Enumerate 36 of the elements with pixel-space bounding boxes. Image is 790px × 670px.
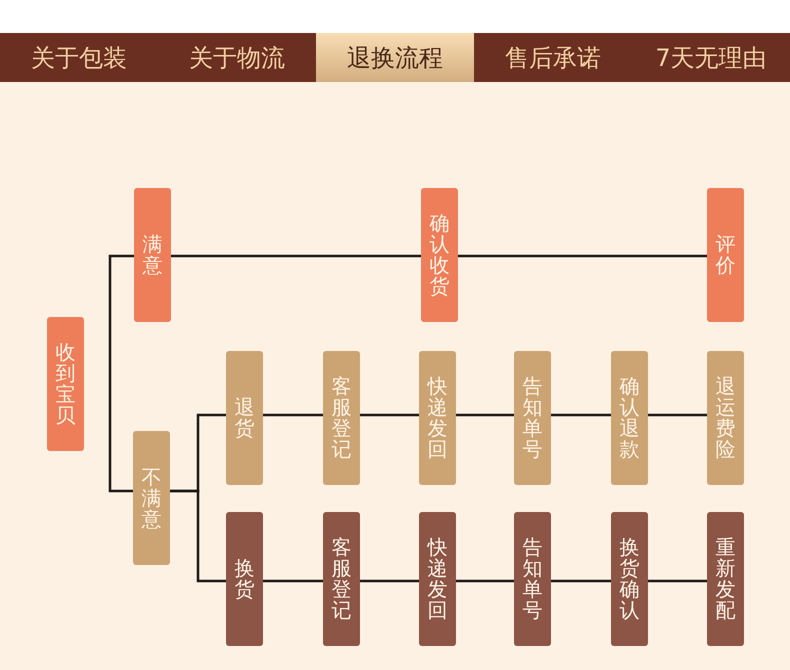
tab: 退换流程 [316, 33, 474, 82]
connector-line [263, 580, 323, 582]
process-box: 告知单号 [514, 351, 551, 485]
connector-line [263, 414, 323, 416]
connector-line [551, 414, 611, 416]
process-box: 快递发回 [419, 351, 456, 485]
connector-line [360, 414, 419, 416]
connector-line [360, 580, 419, 582]
process-box: 换货 [226, 512, 263, 646]
process-box: 确认退款 [611, 351, 648, 485]
connector-line [648, 580, 707, 582]
process-box: 不满意 [133, 431, 170, 565]
process-box: 快递发回 [419, 512, 456, 646]
process-box: 客服登记 [323, 351, 360, 485]
process-box: 退货 [226, 351, 263, 485]
process-box: 告知单号 [514, 512, 551, 646]
process-box: 评价 [707, 188, 744, 322]
connector-line [171, 254, 421, 258]
tab-label: 关于物流 [189, 44, 285, 72]
process-box: 确认收货 [421, 188, 458, 322]
process-box: 重新发配 [707, 512, 744, 646]
tab-label: 售后承诺 [505, 44, 601, 72]
connector-line [648, 414, 707, 416]
connector-line [458, 254, 707, 258]
connector-line [456, 580, 514, 582]
process-box: 满意 [134, 188, 171, 322]
tab-label: 关于包装 [31, 44, 127, 72]
tab-label: 7天无理由 [655, 44, 767, 72]
connector-line [108, 254, 134, 492]
connector-line [456, 414, 514, 416]
process-box: 退运费险 [707, 351, 744, 485]
process-box: 换货确认 [611, 512, 648, 646]
process-box: 客服登记 [323, 512, 360, 646]
connector-line [551, 580, 611, 582]
process-box: 收到宝贝 [47, 317, 84, 451]
connector-line [170, 490, 226, 582]
